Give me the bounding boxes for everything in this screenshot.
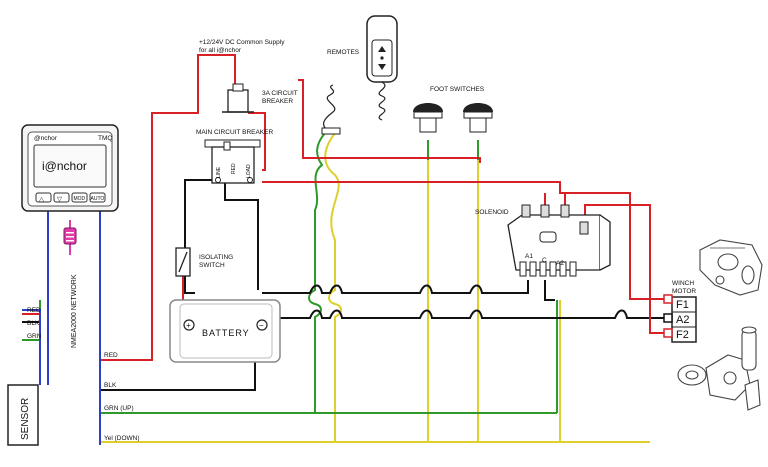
bus-label-grn: GRN (UP) (104, 405, 134, 412)
battery-label: BATTERY (202, 328, 250, 338)
foot-switch-right-icon (463, 103, 493, 133)
battery-negative-terminal (256, 319, 268, 331)
windlass-horizontal-icon (699, 239, 763, 296)
foot-switches-label: FOOT SWITCHES (430, 86, 485, 93)
winch-motor-label-line2: MOTOR (672, 288, 696, 295)
sensor-wire-red: RED (27, 307, 41, 314)
down-button[interactable] (53, 192, 70, 203)
isolating-switch-label-line2: SWITCH (199, 262, 225, 269)
breaker-3a-label-line1: 3A CIRCUIT (262, 90, 298, 97)
anchor-display: @nchor TMQ i@nchor △ ▽ MOD AUTO (21, 124, 119, 212)
breaker-3a-label-line2: BREAKER (262, 98, 293, 105)
foot-switch-left-icon (413, 103, 443, 133)
main-breaker-label: MAIN CIRCUIT BREAKER (196, 129, 273, 136)
windlass-vertical-icon (677, 326, 761, 411)
up-button[interactable] (35, 192, 52, 203)
winch-terminal-a2: A2 (676, 314, 689, 326)
down-button-label: ▽ (57, 196, 63, 203)
terminal-red-label: RED (231, 163, 237, 174)
solenoid-label: SOLENOID (475, 209, 509, 216)
winch-motor-label-line1: WINCH (672, 280, 694, 287)
display-screen-text: i@nchor (42, 159, 87, 173)
breaker-3a-icon (222, 83, 254, 113)
remote-plug (321, 127, 341, 135)
isolating-switch-label-line1: ISOLATING (199, 254, 233, 261)
battery-minus: − (259, 321, 264, 330)
auto-button[interactable] (89, 192, 106, 203)
network-label: NMEA2000 NETWORK (71, 274, 78, 348)
isolating-switch-icon (175, 247, 191, 277)
solenoid-icon (507, 204, 611, 277)
winch-motor-terminal-block (663, 294, 697, 343)
bus-label-yel: Yel (DOWN) (104, 435, 140, 442)
up-button-label: △ (39, 196, 45, 203)
mode-button[interactable] (71, 192, 88, 203)
battery-icon (169, 299, 281, 363)
winch-terminal-f1: F1 (676, 299, 689, 311)
display-buttons: △ ▽ MOD AUTO (35, 192, 106, 203)
display-brand: @nchor (34, 135, 58, 142)
solenoid-terminal-c: C (542, 257, 547, 264)
sensor: SENSOR (7, 384, 39, 446)
remote-control-icon (366, 15, 398, 121)
supply-label-line2: for all i@nchor (199, 47, 242, 54)
remotes-label: REMOTES (327, 49, 360, 56)
display-model: TMQ (98, 135, 112, 142)
nmea-connector-icon (63, 227, 77, 245)
mode-button-label: MOD (74, 196, 86, 202)
terminal-load-label: LOAD (246, 164, 252, 178)
solenoid-terminal-a2: A2 (556, 260, 564, 267)
sensor-wire-blk: BLK (27, 320, 40, 327)
yellow-wires (100, 132, 650, 443)
bus-label-blk: BLK (104, 382, 117, 389)
network-wires (22, 210, 101, 445)
auto-button-label: AUTO (91, 196, 105, 202)
bus-label-red: RED (104, 352, 118, 359)
sensor-wire-grn: GRN (27, 333, 42, 340)
main-breaker-icon (204, 139, 261, 184)
supply-label-line1: +12/24V DC Common Supply (199, 39, 285, 46)
battery-plus: + (186, 321, 191, 330)
solenoid-terminal-a1: A1 (525, 253, 533, 260)
battery-positive-terminal (183, 319, 195, 331)
terminal-line-label: LINE (216, 166, 222, 178)
remote-cable-icon (322, 84, 336, 133)
sensor-label: SENSOR (20, 398, 31, 440)
winch-terminal-f2: F2 (676, 329, 689, 341)
